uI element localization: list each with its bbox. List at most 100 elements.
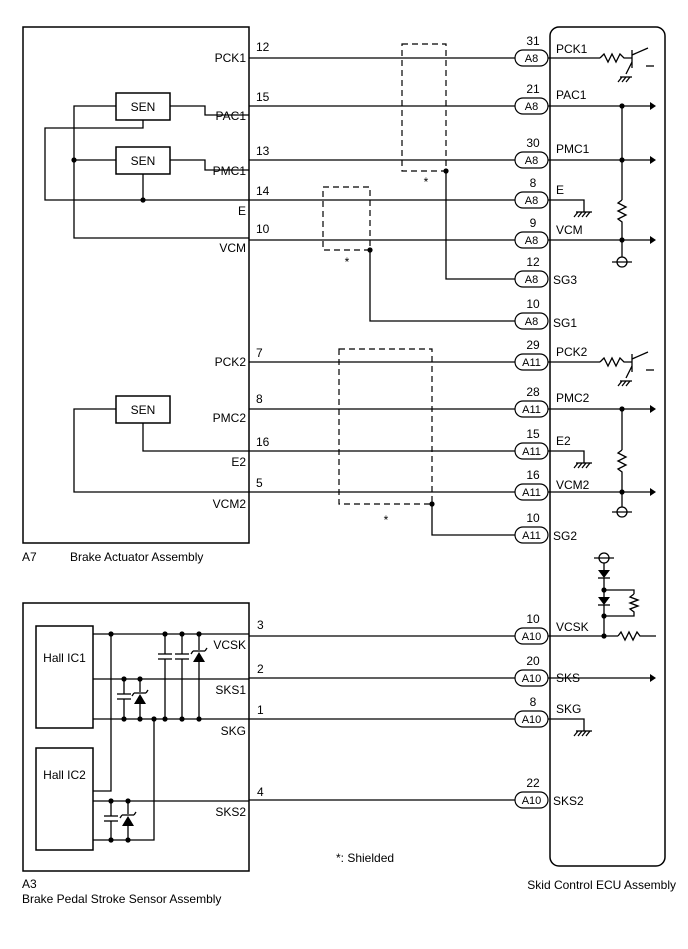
connector-pmc1: A8 30 PMC1 <box>514 136 590 169</box>
ecu-name: Skid Control ECU Assembly <box>527 878 676 892</box>
svg-text:A8: A8 <box>525 274 538 286</box>
svg-text:SKG: SKG <box>556 702 581 716</box>
hall-ic2 <box>35 747 94 851</box>
svg-text:A10: A10 <box>522 673 542 685</box>
hall-ic1 <box>35 625 94 729</box>
svg-text:29: 29 <box>526 338 540 352</box>
pin-name-pac1: PAC1 <box>216 109 247 123</box>
wire-sen-pac1 <box>170 105 249 116</box>
svg-text:10: 10 <box>526 297 540 311</box>
stroke-sensor-internal <box>93 631 249 843</box>
svg-text:PAC1: PAC1 <box>556 88 587 102</box>
svg-text:8: 8 <box>530 695 537 709</box>
pin-num-pac1: 15 <box>256 90 270 104</box>
brake-actuator-label: A7 <box>22 550 37 564</box>
connector-e: A8 8 E <box>514 176 564 209</box>
svg-text:20: 20 <box>526 654 540 668</box>
pin-name-sks1: SKS1 <box>215 683 246 697</box>
shield-mark-3: * <box>384 513 389 527</box>
connector-vcm2: A11 16 VCM2 <box>514 468 590 501</box>
pin-num-sks2: 4 <box>257 785 264 799</box>
svg-text:A8: A8 <box>525 101 538 113</box>
connector-sks: A10 20 SKS <box>514 654 580 687</box>
connector-pmc2: A11 28 PMC2 <box>514 385 590 418</box>
svg-text:A11: A11 <box>522 357 541 369</box>
svg-text:9: 9 <box>530 216 537 230</box>
shield-1 <box>401 43 447 172</box>
pin-num-pmc2: 8 <box>256 392 263 406</box>
connector-pac1: A8 21 PAC1 <box>514 82 587 115</box>
pin-name-pmc1: PMC1 <box>213 164 247 178</box>
svg-text:A8: A8 <box>525 155 538 167</box>
pin-num-e2: 16 <box>256 435 270 449</box>
svg-text:E: E <box>556 183 564 197</box>
stroke-sensor-name: Brake Pedal Stroke Sensor Assembly <box>22 892 221 906</box>
svg-text:A8: A8 <box>525 195 538 207</box>
svg-text:SG3: SG3 <box>553 273 577 287</box>
svg-text:A10: A10 <box>522 631 542 643</box>
pin-num-sks1: 2 <box>257 662 264 676</box>
connector-pck2: A11 29 PCK2 <box>514 338 588 371</box>
svg-text:21: 21 <box>526 82 540 96</box>
stroke-sensor-label: A3 <box>22 877 37 891</box>
stroke-sensor-box <box>22 602 250 872</box>
svg-text:VCSK: VCSK <box>556 620 589 634</box>
hall-ic1-label: Hall IC1 <box>43 651 86 665</box>
wire-vcm-internal <box>73 105 249 239</box>
pin-num-pmc1: 13 <box>256 144 270 158</box>
connector-vcm: A8 9 VCM <box>514 216 583 249</box>
svg-text:10: 10 <box>526 612 540 626</box>
pin-name-vcm: VCM <box>219 241 246 255</box>
svg-text:A10: A10 <box>522 714 542 726</box>
svg-text:PMC2: PMC2 <box>556 391 590 405</box>
sensor-pmc2-label: SEN <box>131 403 156 417</box>
svg-text:15: 15 <box>526 427 540 441</box>
connector-skg: A10 8 SKG <box>514 695 581 728</box>
wire-vcm2-internal <box>73 408 249 493</box>
connector-e2: A11 15 E2 <box>514 427 571 460</box>
svg-text:PCK1: PCK1 <box>556 42 588 56</box>
pin-num-pck2: 7 <box>256 346 263 360</box>
ecu-internal-circuit <box>548 47 656 737</box>
shield-drain-sg3 <box>445 171 515 280</box>
svg-text:8: 8 <box>530 176 537 190</box>
shield-mark-2: * <box>345 255 350 269</box>
svg-text:A10: A10 <box>522 795 542 807</box>
shield-legend: *: Shielded <box>336 851 394 865</box>
brake-actuator-name: Brake Actuator Assembly <box>70 550 203 564</box>
svg-text:VCM2: VCM2 <box>556 478 590 492</box>
svg-text:PMC1: PMC1 <box>556 142 590 156</box>
sensor-pac1-label: SEN <box>131 100 156 114</box>
svg-text:SG1: SG1 <box>553 316 577 330</box>
pin-name-skg: SKG <box>221 724 246 738</box>
pin-name-pmc2: PMC2 <box>213 411 247 425</box>
wire-e2-internal <box>142 423 249 452</box>
pin-num-skg: 1 <box>257 703 264 717</box>
svg-text:31: 31 <box>526 34 540 48</box>
pin-name-vcsk: VCSK <box>213 638 246 652</box>
sensor-pmc1-label: SEN <box>131 154 156 168</box>
hall-ic2-label: Hall IC2 <box>43 768 86 782</box>
connector-sg2: A11 10 SG2 <box>514 511 577 544</box>
svg-text:A8: A8 <box>525 235 538 247</box>
pin-num-vcm2: 5 <box>256 476 263 490</box>
pin-name-e: E <box>238 204 246 218</box>
wire-sen-pmc1 <box>170 159 249 171</box>
shield-mark-1: * <box>424 175 429 189</box>
pin-name-pck1: PCK1 <box>215 51 247 65</box>
svg-text:A11: A11 <box>522 487 541 499</box>
pin-name-sks2: SKS2 <box>215 805 246 819</box>
svg-text:30: 30 <box>526 136 540 150</box>
svg-text:SKS2: SKS2 <box>553 794 584 808</box>
pin-num-vcsk: 3 <box>257 618 264 632</box>
connector-vcsk: A10 10 VCSK <box>514 612 589 645</box>
pin-name-vcm2: VCM2 <box>213 497 247 511</box>
wire-e-internal <box>44 120 249 201</box>
svg-text:A8: A8 <box>525 53 538 65</box>
brake-actuator-box <box>22 26 250 544</box>
svg-text:A8: A8 <box>525 316 538 328</box>
svg-text:A11: A11 <box>522 404 541 416</box>
svg-text:VCM: VCM <box>556 223 583 237</box>
shield-drain-sg1 <box>369 250 515 322</box>
